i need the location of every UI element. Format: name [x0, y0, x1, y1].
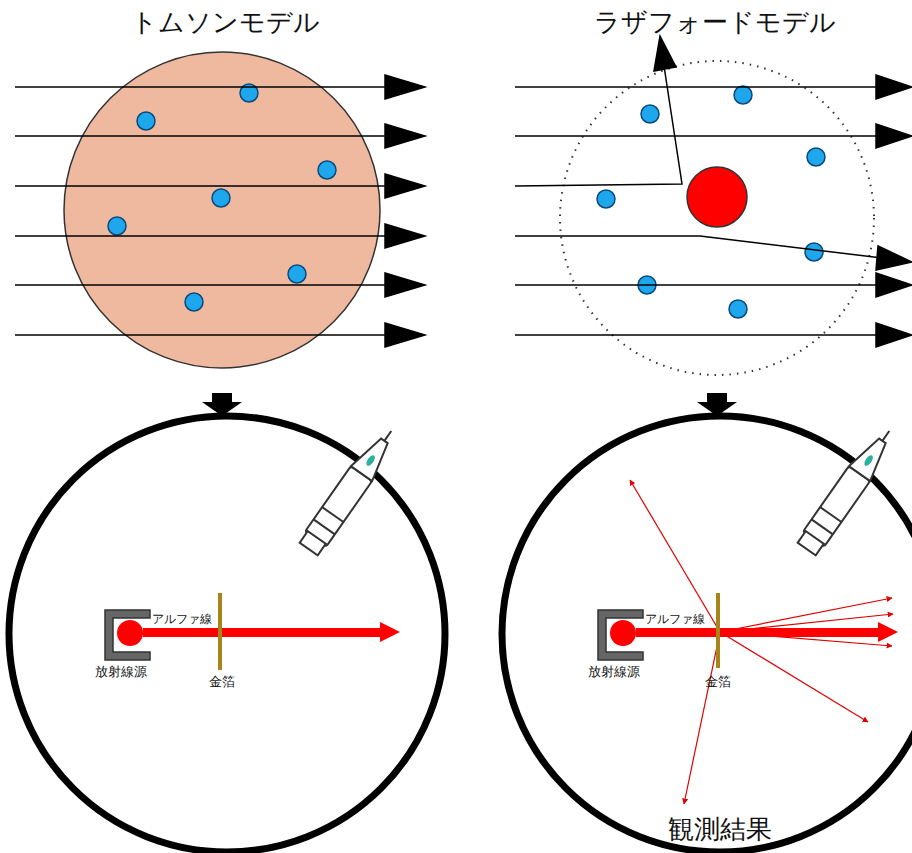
rutherford-alpha-paths: [515, 36, 912, 347]
alpha-beam-head: [878, 622, 898, 642]
panel-title: ラザフォードモデル: [594, 8, 836, 38]
thomson-atom: [64, 52, 380, 368]
gold-foil: [716, 593, 720, 668]
alpha-beam: [143, 628, 383, 637]
gold-foil: [218, 593, 222, 670]
thomson-alpha-paths: [15, 75, 425, 347]
rutherford-atom: [560, 61, 874, 375]
source: [610, 620, 636, 646]
alpha-beam: [718, 628, 880, 637]
alpha-beam-head: [380, 622, 400, 642]
microscope: [298, 424, 402, 557]
scattered-rays: [630, 480, 893, 804]
panel-title: トムソンモデル: [131, 8, 320, 38]
chamber: [502, 416, 912, 852]
chamber: [9, 416, 445, 852]
beam-label: アルファ線: [645, 613, 705, 627]
foil-label: 金箔: [705, 675, 731, 690]
rutherford-electrons: [597, 86, 825, 318]
beam-label: アルファ線: [152, 613, 212, 627]
source: [117, 620, 143, 646]
down-arrow: [202, 393, 242, 416]
microscope: [796, 424, 900, 557]
alpha-beam: [636, 628, 718, 637]
thomson-electrons: [108, 84, 336, 311]
source-label: 放射線源: [95, 665, 147, 680]
source-label: 放射線源: [588, 665, 640, 680]
nucleus: [687, 167, 747, 227]
result-caption: 観測結果: [668, 815, 772, 845]
foil-label: 金箔: [209, 675, 235, 690]
